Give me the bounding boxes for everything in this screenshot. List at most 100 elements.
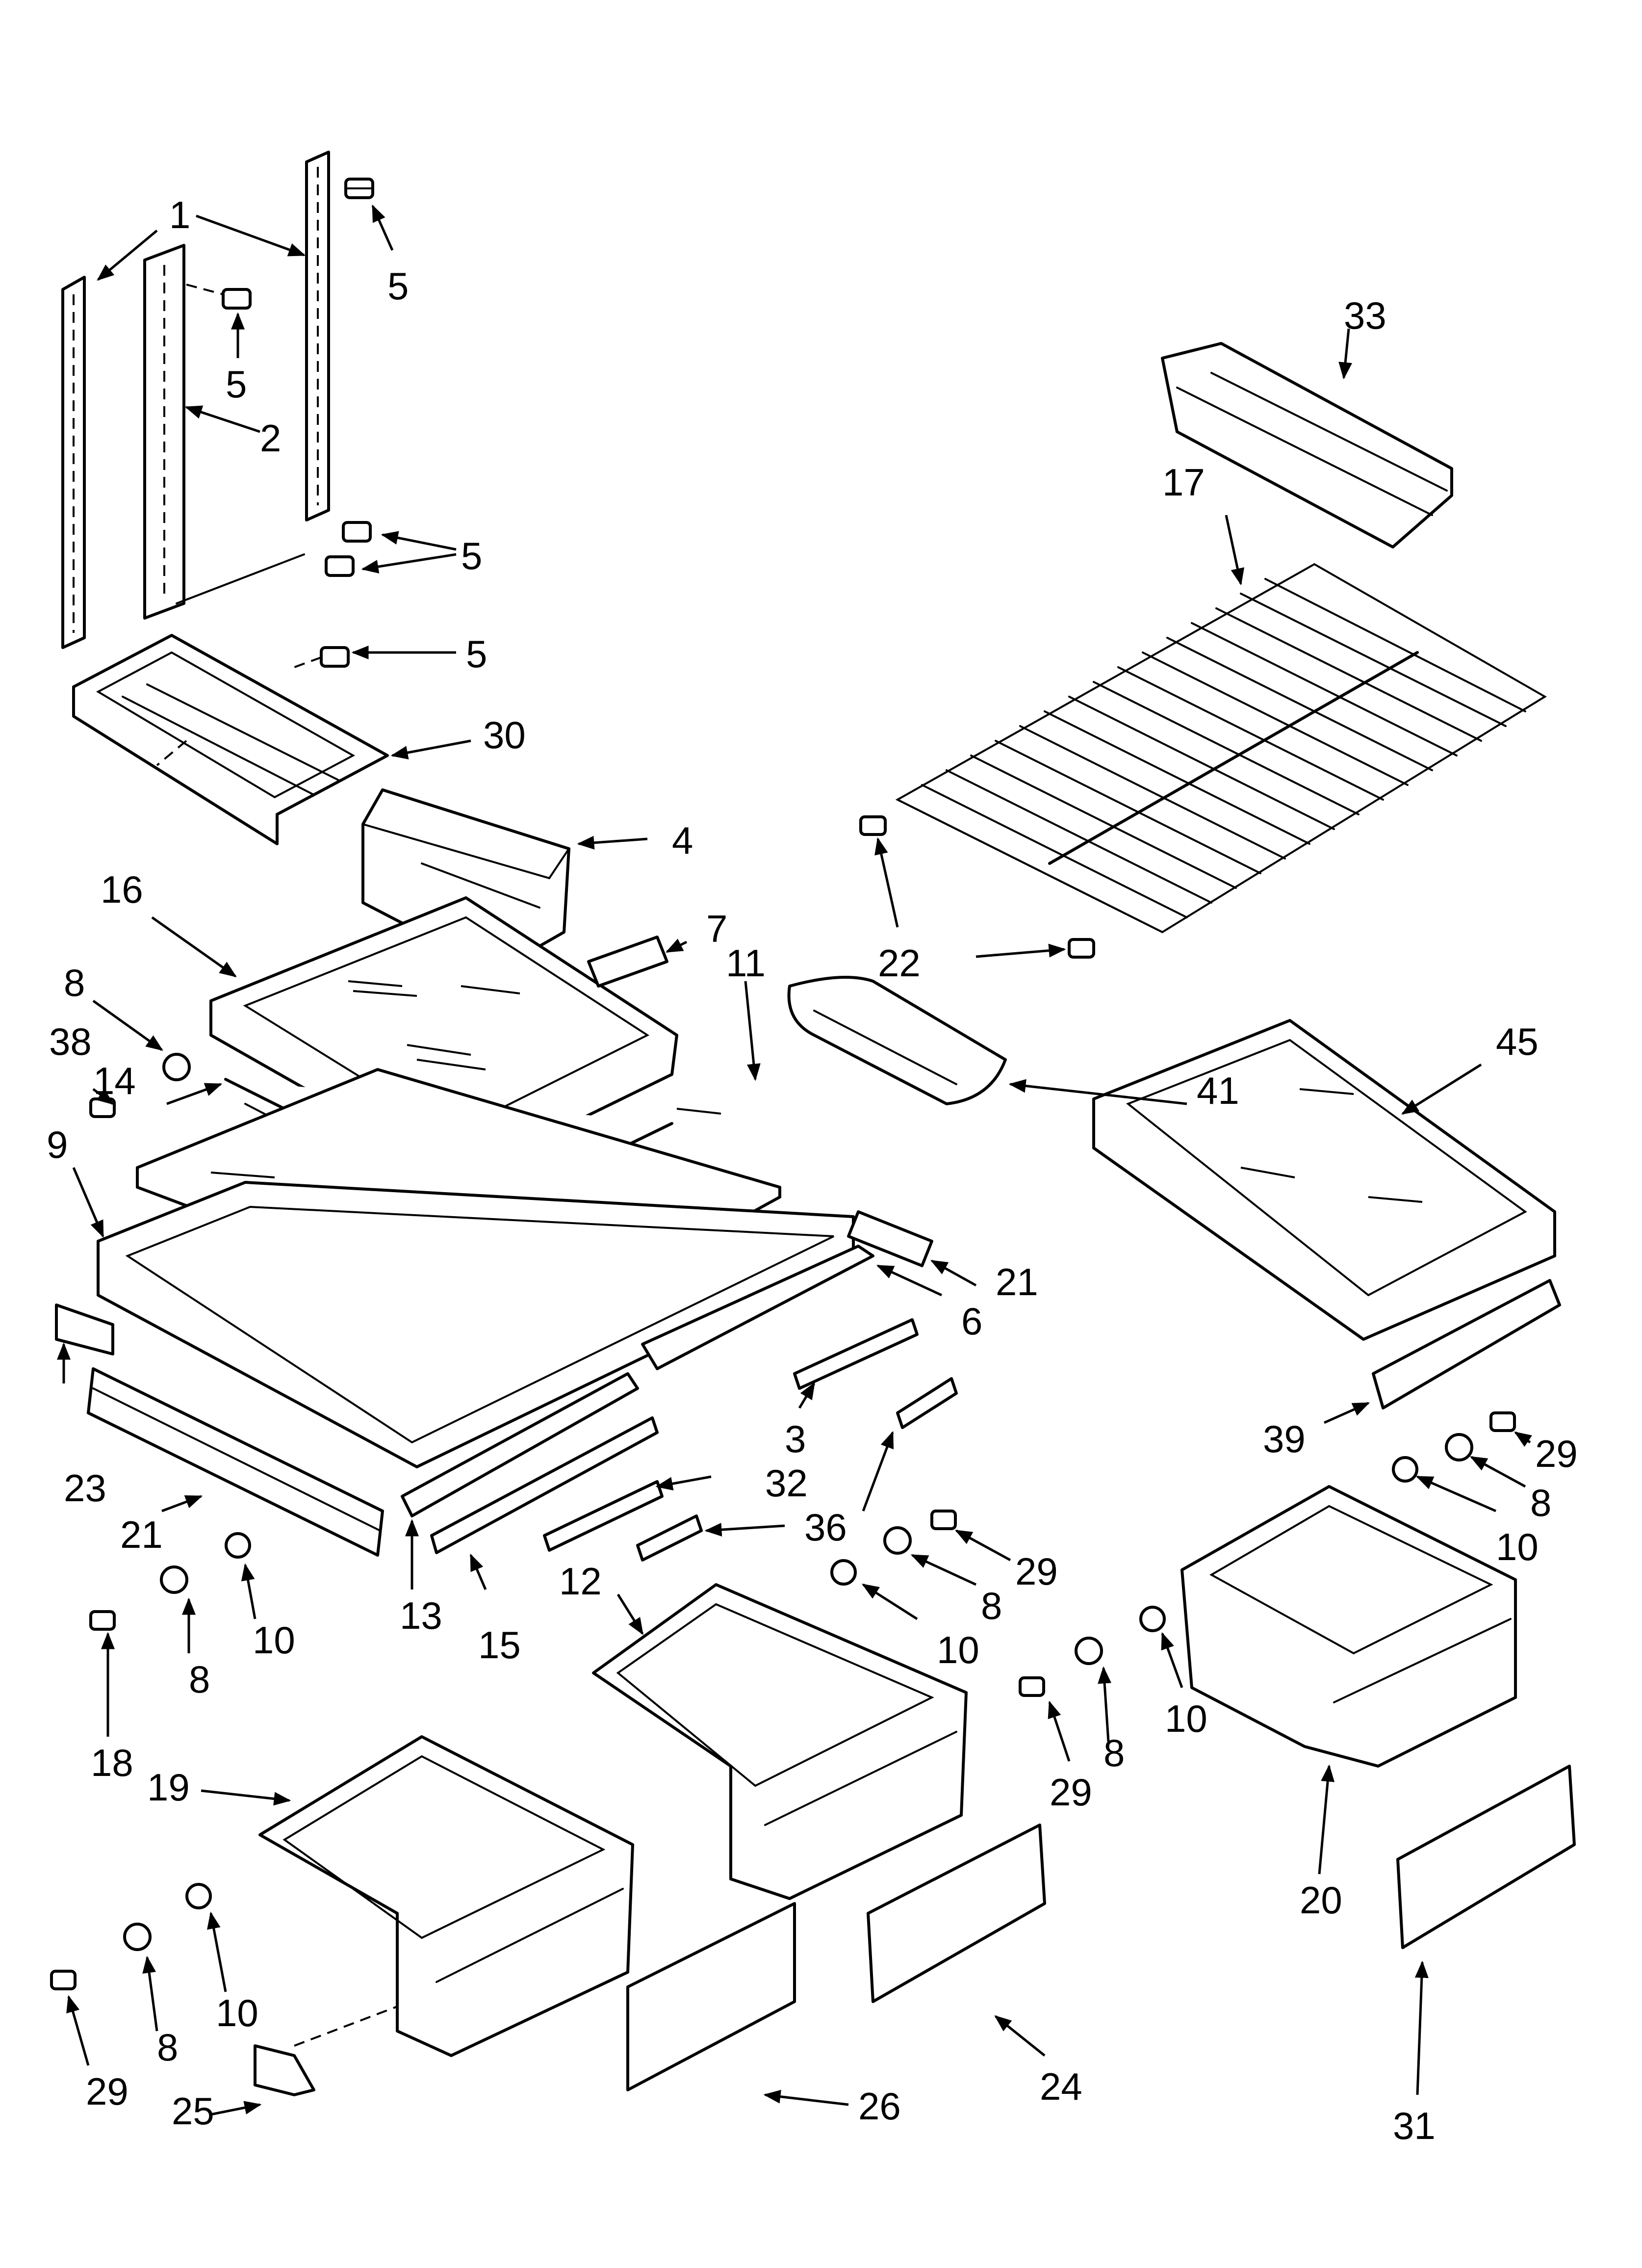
- screw-5-bracket: [294, 646, 350, 668]
- callout-21-left: 21: [120, 1513, 163, 1556]
- callout-41: 41: [1197, 1069, 1239, 1112]
- screw-18: [89, 1610, 116, 1631]
- glide-23: [55, 1303, 114, 1356]
- spacer-10-left: [225, 1532, 251, 1559]
- callout-8-bin12: 8: [981, 1584, 1002, 1627]
- callout-29-right: 29: [1535, 1432, 1578, 1475]
- screw-5-lower-b: [176, 553, 355, 604]
- tube-cover-41: [787, 976, 1007, 1105]
- callout-4: 4: [672, 819, 693, 862]
- spacer-10-bin20: [1139, 1606, 1166, 1632]
- glass-shelf-45: [1092, 1019, 1556, 1341]
- callout-10-bin12: 10: [937, 1628, 979, 1671]
- screw-5-top: [344, 178, 374, 199]
- callout-36: 36: [804, 1506, 847, 1549]
- callout-24: 24: [1040, 2065, 1082, 2108]
- callout-38: 38: [49, 1020, 92, 1063]
- callout-8-upper: 8: [64, 961, 85, 1004]
- screw-29-bin19: [50, 1970, 77, 1990]
- shelf-ladder-right: [305, 151, 330, 521]
- ice-tray-33: [1161, 342, 1453, 548]
- spacer-8-left: [160, 1565, 188, 1594]
- screw-29-right: [1489, 1411, 1516, 1432]
- leader-lines: [57, 204, 1532, 2116]
- callout-5-top: 5: [387, 264, 409, 308]
- callout-8-left: 8: [189, 1658, 210, 1701]
- callout-29-bin12: 29: [1015, 1550, 1058, 1593]
- callout-22: 22: [878, 941, 921, 985]
- callout-2: 2: [260, 417, 281, 460]
- callout-10-right: 10: [1496, 1525, 1539, 1568]
- panel-24: [867, 1824, 1046, 2003]
- spacer-8-bin20: [1075, 1637, 1103, 1665]
- callout-39: 39: [1263, 1417, 1306, 1460]
- rail-39: [1372, 1279, 1561, 1409]
- clip-3: [793, 1318, 919, 1390]
- rail-21-left: [87, 1367, 384, 1557]
- rail-13: [401, 1372, 639, 1517]
- callout-13: 13: [400, 1594, 442, 1637]
- callout-10-left: 10: [253, 1618, 295, 1662]
- callout-29-bin20: 29: [1050, 1771, 1092, 1814]
- callout-16: 16: [101, 868, 143, 911]
- glass-shelf-16: [209, 896, 678, 1179]
- callout-1: 1: [169, 193, 190, 236]
- callout-5-lower: 5: [461, 534, 482, 577]
- callout-10-bin20: 10: [1165, 1697, 1207, 1740]
- clip-32: [543, 1480, 664, 1552]
- callout-19: 19: [147, 1766, 190, 1809]
- callout-3: 3: [785, 1417, 806, 1460]
- spacer-8-bin12: [883, 1526, 912, 1555]
- screw-29-bin12: [930, 1510, 957, 1530]
- panel-31: [1396, 1765, 1576, 1949]
- rail-7: [587, 936, 668, 988]
- callout-8-bin19: 8: [157, 2026, 178, 2069]
- shelf-ladder-left: [61, 276, 86, 649]
- callout-7: 7: [706, 907, 727, 950]
- wire-shelf-17: [895, 563, 1547, 934]
- callout-5-bracket: 5: [466, 632, 487, 676]
- crisper-bin-12: [592, 1583, 968, 1900]
- callout-32: 32: [765, 1461, 808, 1505]
- bracket-tray-30: [72, 634, 389, 845]
- callout-26: 26: [858, 2085, 901, 2128]
- spacer-10-bin12: [830, 1559, 857, 1586]
- clip-36-lower: [636, 1514, 703, 1562]
- callout-8-bin20: 8: [1103, 1731, 1125, 1774]
- callout-30: 30: [483, 713, 526, 756]
- callout-6: 6: [961, 1300, 982, 1343]
- screw-5-ladder: [186, 284, 252, 310]
- callout-18: 18: [91, 1741, 133, 1784]
- spacer-8-upper: [162, 1053, 191, 1081]
- callout-10-bin19: 10: [216, 1991, 258, 2034]
- callout-21-right: 21: [996, 1260, 1038, 1303]
- spacer-8-bin19: [123, 1923, 152, 1951]
- spacer-10-bin19: [185, 1883, 212, 1909]
- crisper-bin-20: [1180, 1485, 1517, 1768]
- shelf-ladder-center: [143, 244, 185, 620]
- callout-17: 17: [1162, 461, 1205, 504]
- pin-22-upper: [859, 815, 887, 836]
- rail-15: [430, 1416, 659, 1554]
- callout-8-right: 8: [1530, 1481, 1551, 1524]
- callout-31: 31: [1393, 2104, 1436, 2147]
- callout-11: 11: [726, 941, 766, 985]
- callout-45: 45: [1496, 1020, 1539, 1063]
- clip-36: [896, 1377, 958, 1429]
- callout-14: 14: [93, 1059, 136, 1102]
- callout-25: 25: [172, 2089, 214, 2133]
- callout-15: 15: [478, 1623, 521, 1667]
- crisper-bin-19: [258, 1735, 634, 2057]
- spacer-10-right: [1392, 1456, 1418, 1483]
- callout-23: 23: [64, 1466, 106, 1510]
- clip-25: [254, 2006, 398, 2096]
- spacer-8-right: [1445, 1433, 1473, 1461]
- callout-12: 12: [559, 1560, 602, 1603]
- screw-5-lower-a: [342, 521, 372, 543]
- rail-21-right: [847, 1210, 933, 1267]
- screw-29-bin20: [1019, 1676, 1045, 1697]
- callout-33: 33: [1344, 294, 1386, 337]
- bar-6: [641, 1245, 874, 1370]
- callout-20: 20: [1300, 1878, 1342, 1922]
